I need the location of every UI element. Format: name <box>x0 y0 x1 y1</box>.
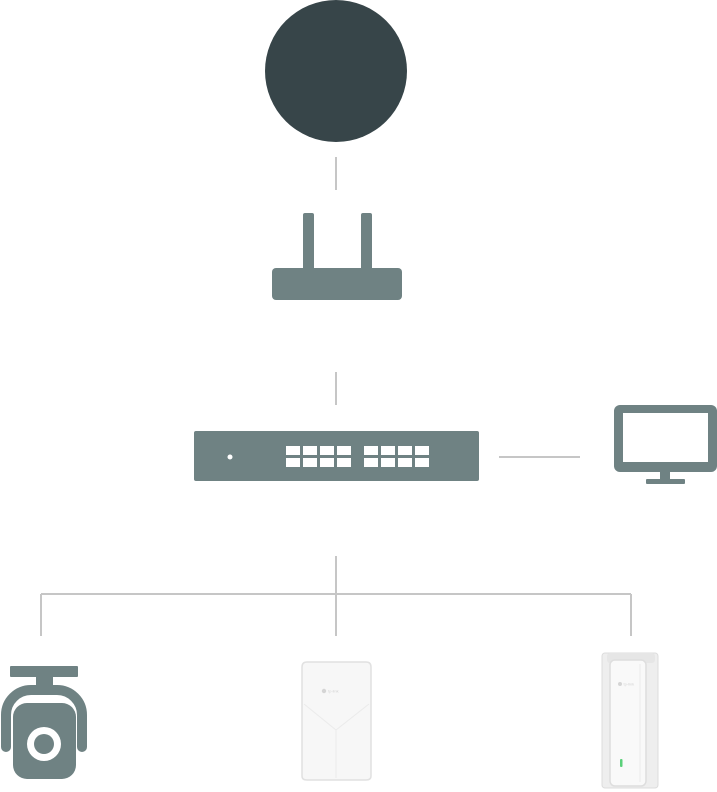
wall-ap-brand-text: tp-link <box>328 689 339 694</box>
monitor-icon <box>614 405 717 484</box>
camera-lens <box>34 734 54 754</box>
outdoor-ap-brand-text: tp-link <box>624 682 635 687</box>
outdoor-access-point-icon: tp-link <box>601 652 659 789</box>
router-antenna-left <box>303 213 314 271</box>
monitor-neck <box>660 471 670 480</box>
switch-port <box>364 446 378 455</box>
wall-ap-logo-icon <box>321 688 327 694</box>
router-body <box>272 268 402 300</box>
outdoor-ap-body <box>609 659 647 787</box>
outdoor-ap-logo-icon <box>618 682 622 686</box>
cloud-circle-icon <box>265 0 407 142</box>
switch-port <box>337 446 351 455</box>
switch-power-led <box>227 454 233 460</box>
wall-access-point-icon: tp-link <box>301 661 372 781</box>
router-antenna-right <box>361 213 372 271</box>
wall-ap-groove <box>303 703 370 778</box>
switch-port <box>320 446 334 455</box>
monitor-base <box>646 479 685 484</box>
camera-mount-plate <box>10 666 78 677</box>
switch-port <box>286 446 300 455</box>
switch-port <box>286 458 300 467</box>
switch-port <box>337 458 351 467</box>
switch-port <box>398 458 412 467</box>
camera-hood <box>1 685 87 752</box>
switch-port <box>303 458 317 467</box>
router-icon <box>272 213 402 300</box>
switch-port <box>320 458 334 467</box>
status-led-icon <box>620 759 623 767</box>
ip-camera-icon <box>1 666 87 779</box>
switch-port <box>398 446 412 455</box>
switch-port <box>303 446 317 455</box>
switch-port <box>364 458 378 467</box>
monitor-screen <box>623 413 708 462</box>
switch-body <box>194 431 479 481</box>
switch-icon <box>194 431 479 481</box>
connector-lines <box>40 157 632 636</box>
wall-ap-body <box>301 661 372 781</box>
switch-ports <box>286 446 429 467</box>
switch-port <box>381 458 395 467</box>
switch-port <box>381 446 395 455</box>
switch-port <box>415 458 429 467</box>
switch-port <box>415 446 429 455</box>
